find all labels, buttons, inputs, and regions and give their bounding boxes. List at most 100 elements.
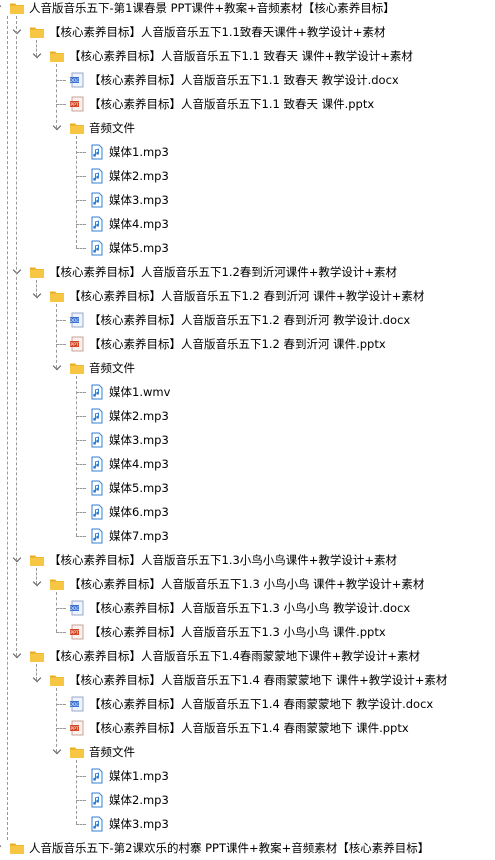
expand-chevron-icon[interactable] bbox=[32, 290, 44, 302]
folder-icon bbox=[29, 24, 45, 40]
folder-icon bbox=[29, 264, 45, 280]
expand-chevron-icon[interactable] bbox=[52, 122, 64, 134]
svg-text:DOC: DOC bbox=[69, 318, 79, 324]
expand-chevron-icon[interactable] bbox=[12, 554, 24, 566]
tree-item-label: 【核心素养目标】人音版音乐五下1.2春到沂河课件+教学设计+素材 bbox=[49, 265, 398, 279]
tree-folder-row[interactable]: 人音版音乐五下-第1课春景 PPT课件+教案+音频素材【核心素养目标】 bbox=[0, 0, 395, 20]
tree-guide-line bbox=[76, 376, 77, 536]
tree-folder-row[interactable]: 【核心素养目标】人音版音乐五下1.3 小鸟小鸟 课件+教学设计+素材 bbox=[32, 572, 424, 596]
tree-file-row[interactable]: 媒体3.mp3 bbox=[72, 812, 169, 836]
tree-item-label: 媒体5.mp3 bbox=[109, 241, 169, 255]
expand-chevron-icon[interactable] bbox=[32, 578, 44, 590]
tree-file-row[interactable]: PPT【核心素养目标】人音版音乐五下1.3 小鸟小鸟 课件.pptx bbox=[52, 620, 386, 644]
tree-item-label: 【核心素养目标】人音版音乐五下1.1 致春天 课件+教学设计+素材 bbox=[69, 49, 413, 63]
tree-guide-line bbox=[76, 760, 77, 824]
folder-icon bbox=[49, 48, 65, 64]
tree-item-label: 媒体1.mp3 bbox=[109, 769, 169, 783]
tree-file-row[interactable]: 媒体2.mp3 bbox=[72, 164, 169, 188]
word-document-icon: DOC bbox=[69, 600, 85, 616]
tree-guide-line bbox=[56, 80, 66, 81]
expand-chevron-icon[interactable] bbox=[32, 50, 44, 62]
tree-folder-row[interactable]: 【核心素养目标】人音版音乐五下1.2 春到沂河 课件+教学设计+素材 bbox=[32, 284, 424, 308]
tree-file-row[interactable]: 媒体6.mp3 bbox=[72, 500, 169, 524]
tree-guide-line bbox=[76, 824, 86, 825]
tree-guide-line bbox=[76, 416, 86, 417]
tree-item-label: 媒体6.mp3 bbox=[109, 505, 169, 519]
tree-guide-line bbox=[76, 136, 77, 248]
tree-guide-line bbox=[76, 392, 86, 393]
folder-icon bbox=[29, 552, 45, 568]
tree-guide-line bbox=[36, 568, 37, 584]
tree-file-row[interactable]: 媒体1.mp3 bbox=[72, 764, 169, 788]
tree-guide-line bbox=[56, 632, 66, 633]
tree-file-row[interactable]: DOC【核心素养目标】人音版音乐五下1.2 春到沂河 教学设计.docx bbox=[52, 308, 410, 332]
expand-chevron-icon[interactable] bbox=[0, 842, 4, 854]
tree-file-row[interactable]: 媒体2.mp3 bbox=[72, 788, 169, 812]
tree-guide-line bbox=[76, 776, 86, 777]
tree-file-row[interactable]: PPT【核心素养目标】人音版音乐五下1.1 致春天 课件.pptx bbox=[52, 92, 374, 116]
tree-folder-row[interactable]: 音频文件 bbox=[52, 740, 135, 764]
tree-item-label: 音频文件 bbox=[89, 361, 135, 375]
expand-chevron-icon[interactable] bbox=[52, 746, 64, 758]
tree-folder-row[interactable]: 【核心素养目标】人音版音乐五下1.2春到沂河课件+教学设计+素材 bbox=[12, 260, 397, 284]
tree-file-row[interactable]: 媒体7.mp3 bbox=[72, 524, 169, 548]
tree-item-label: 【核心素养目标】人音版音乐五下1.2 春到沂河 课件.pptx bbox=[89, 337, 386, 351]
expand-chevron-icon[interactable] bbox=[12, 266, 24, 278]
tree-guide-line bbox=[56, 608, 66, 609]
expand-chevron-icon[interactable] bbox=[32, 674, 44, 686]
expand-chevron-icon[interactable] bbox=[12, 26, 24, 38]
powerpoint-icon: PPT bbox=[69, 624, 85, 640]
tree-folder-row[interactable]: 人音版音乐五下-第2课欢乐的村寨 PPT课件+教案+音频素材【核心素养目标】 bbox=[0, 836, 429, 860]
tree-file-row[interactable]: DOC【核心素养目标】人音版音乐五下1.4 春雨蒙蒙地下 教学设计.docx bbox=[52, 692, 433, 716]
tree-guide-line bbox=[36, 280, 37, 296]
tree-folder-row[interactable]: 【核心素养目标】人音版音乐五下1.4春雨蒙蒙地下课件+教学设计+素材 bbox=[12, 644, 420, 668]
tree-file-row[interactable]: 媒体1.mp3 bbox=[72, 140, 169, 164]
audio-file-icon bbox=[89, 792, 105, 808]
tree-item-label: 人音版音乐五下-第2课欢乐的村寨 PPT课件+教案+音频素材【核心素养目标】 bbox=[29, 841, 430, 855]
tree-item-label: 媒体4.mp3 bbox=[109, 217, 169, 231]
tree-item-label: 【核心素养目标】人音版音乐五下1.3 小鸟小鸟 教学设计.docx bbox=[89, 601, 411, 615]
tree-folder-row[interactable]: 【核心素养目标】人音版音乐五下1.1 致春天 课件+教学设计+素材 bbox=[32, 44, 413, 68]
tree-guide-line bbox=[56, 704, 66, 705]
tree-folder-row[interactable]: 音频文件 bbox=[52, 116, 135, 140]
expand-chevron-icon[interactable] bbox=[0, 2, 4, 14]
tree-file-row[interactable]: PPT【核心素养目标】人音版音乐五下1.2 春到沂河 课件.pptx bbox=[52, 332, 386, 356]
tree-file-row[interactable]: 媒体2.mp3 bbox=[72, 404, 169, 428]
svg-text:DOC: DOC bbox=[69, 702, 79, 708]
tree-file-row[interactable]: 媒体3.mp3 bbox=[72, 188, 169, 212]
folder-icon bbox=[69, 360, 85, 376]
tree-item-label: 【核心素养目标】人音版音乐五下1.4 春雨蒙蒙地下 课件+教学设计+素材 bbox=[69, 673, 448, 687]
tree-file-row[interactable]: 媒体1.wmv bbox=[72, 380, 170, 404]
tree-file-row[interactable]: DOC 【核心素养目标】人音版音乐五下1.3 小鸟小鸟 教学设计.docx bbox=[52, 596, 410, 620]
tree-file-row[interactable]: 媒体4.mp3 bbox=[72, 212, 169, 236]
audio-file-icon bbox=[89, 816, 105, 832]
tree-file-row[interactable]: PPT【核心素养目标】人音版音乐五下1.4 春雨蒙蒙地下 课件.pptx bbox=[52, 716, 409, 740]
tree-folder-row[interactable]: 【核心素养目标】人音版音乐五下1.3小鸟小鸟课件+教学设计+素材 bbox=[12, 548, 397, 572]
expand-chevron-icon[interactable] bbox=[12, 650, 24, 662]
tree-guide-line bbox=[76, 248, 86, 249]
powerpoint-icon: PPT bbox=[69, 720, 85, 736]
tree-guide-line bbox=[76, 464, 86, 465]
tree-file-row[interactable]: DOC【核心素养目标】人音版音乐五下1.1 致春天 教学设计.docx bbox=[52, 68, 399, 92]
svg-text:DOC: DOC bbox=[69, 606, 79, 612]
tree-file-row[interactable]: 媒体5.mp3 bbox=[72, 236, 169, 260]
tree-item-label: 媒体1.mp3 bbox=[109, 145, 169, 159]
tree-item-label: 【核心素养目标】人音版音乐五下1.3小鸟小鸟课件+教学设计+素材 bbox=[49, 553, 398, 567]
audio-file-icon bbox=[89, 168, 105, 184]
svg-text:DOC: DOC bbox=[69, 78, 79, 84]
tree-folder-row[interactable]: 【核心素养目标】人音版音乐五下1.1致春天课件+教学设计+素材 bbox=[12, 20, 386, 44]
expand-chevron-icon[interactable] bbox=[52, 362, 64, 374]
folder-icon bbox=[29, 648, 45, 664]
tree-file-row[interactable]: 媒体5.mp3 bbox=[72, 476, 169, 500]
tree-guide-line bbox=[76, 440, 86, 441]
tree-folder-row[interactable]: 音频文件 bbox=[52, 356, 135, 380]
tree-folder-row[interactable]: 【核心素养目标】人音版音乐五下1.4 春雨蒙蒙地下 课件+教学设计+素材 bbox=[32, 668, 447, 692]
tree-item-label: 人音版音乐五下-第1课春景 PPT课件+教案+音频素材【核心素养目标】 bbox=[29, 1, 395, 15]
tree-guide-line bbox=[36, 664, 37, 680]
tree-file-row[interactable]: 媒体4.mp3 bbox=[72, 452, 169, 476]
tree-item-label: 媒体3.mp3 bbox=[109, 817, 169, 831]
tree-item-label: 【核心素养目标】人音版音乐五下1.1 致春天 课件.pptx bbox=[89, 97, 375, 111]
tree-item-label: 【核心素养目标】人音版音乐五下1.4春雨蒙蒙地下课件+教学设计+素材 bbox=[49, 649, 421, 663]
tree-file-row[interactable]: 媒体3.mp3 bbox=[72, 428, 169, 452]
